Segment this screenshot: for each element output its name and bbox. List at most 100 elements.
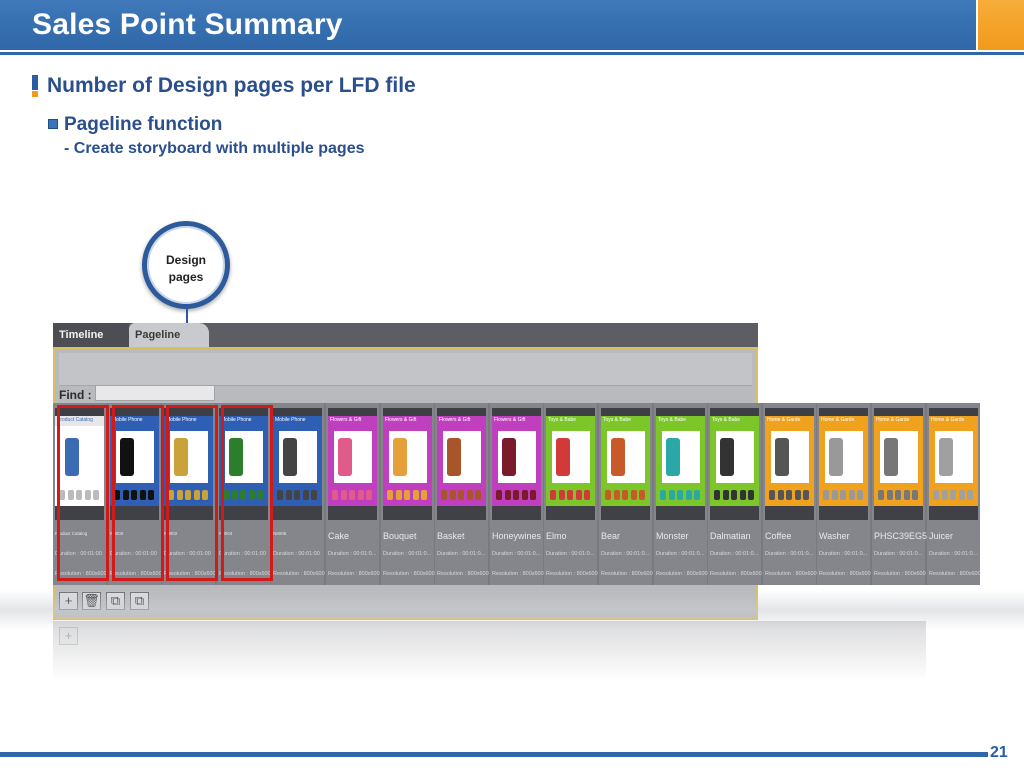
page-duration: Duration : 00:01:0... [874,551,923,557]
product-row [660,490,701,500]
thumbnail-header [273,408,322,416]
page-duration: Duration : 00:01:0... [546,551,595,557]
thumbnail-category: Home & Garde [876,417,910,423]
thumbnail-image: Toys & Babe [710,416,759,506]
product-row [714,490,755,500]
thumbnail-image: Home & Garde [929,416,978,506]
thumbnail-header [546,408,595,416]
tab-bar: Timeline Pageline [53,323,758,347]
thumbnail-header [710,408,759,416]
thumbnail-category: Home & Garde [767,417,801,423]
header-accent [978,0,1024,50]
thumbnail-header [765,408,814,416]
thumbnail-footer [55,506,104,520]
page-name: Basket [437,531,465,541]
thumbnail-category: Toys & Babe [712,417,741,423]
thumbnail-category: Mobile Phone [112,417,143,423]
thumbnail-band: Flowers & Gift [383,416,432,426]
highlight-box [221,405,273,581]
product-image [884,438,898,476]
product-image [65,438,79,476]
page-duration: Duration : 00:01:0... [819,551,868,557]
page-name: Coffee [765,531,792,541]
thumbnail-header [383,408,432,416]
page-name: Honeywines [492,531,542,541]
page-name: N8000 [110,531,124,536]
thumbnail-footer [437,506,486,520]
product-row [605,490,646,500]
thumbnail-band: Toys & Babe [710,416,759,426]
page-duration: Duration : 00:01:0... [383,551,432,557]
page-resolution: Resolution : 800x600 [219,571,271,577]
thumbnail-footer [492,506,541,520]
thumbnail-image: Mobile Phone [110,416,159,506]
product-image [829,438,843,476]
panel-toolbar [59,353,752,386]
thumbnail-header [55,408,104,416]
thumbnail-footer [710,506,759,520]
thumbnail-category: Toys & Babe [603,417,632,423]
find-input[interactable] [95,385,215,401]
callout-line-2: pages [168,270,204,284]
thumbnail-image: Mobile Phone [164,416,213,506]
header-divider [0,52,1024,55]
thumbnail-image: Toys & Babe [546,416,595,506]
page-resolution: Resolution : 800x600 [656,571,708,577]
thumbnail-category: Flowers & Gift [330,417,362,423]
slide-title: Sales Point Summary [32,8,343,41]
thumbnail-band: Toys & Babe [546,416,595,426]
thumbnail-category: Mobile Phone [166,417,197,423]
page-resolution: Resolution : 800x600 [164,571,216,577]
page-duration: Duration : 00:01:0... [765,551,814,557]
thumbnail-category: Flowers & Gift [385,417,417,423]
page-resolution: Resolution : 800x600 [273,571,325,577]
thumbnail-band: Flowers & Gift [328,416,377,426]
bullet-icon [48,119,58,129]
product-image [720,438,734,476]
page-name: N8004 [219,531,233,536]
thumbnail-image: Toys & Babe [601,416,650,506]
product-image [447,438,461,476]
callout-line-1: Design [165,253,206,267]
page-duration: Duration : 00:01:00 [219,551,266,557]
product-image [174,438,188,476]
page-duration: Duration : 00:01:0... [437,551,486,557]
thumbnail-footer [765,506,814,520]
thumbnail-category: Home & Garde [931,417,965,423]
thumbnail-footer [164,506,213,520]
thumbnail-header [601,408,650,416]
thumbnail-category: Mobile Phone [275,417,306,423]
section-subtitle: Pageline function [64,114,223,135]
page-resolution: Resolution : 800x600 [437,571,489,577]
section-marker-icon [32,75,38,97]
page-duration: Duration : 00:01:0... [656,551,705,557]
product-row [933,490,974,500]
product-image [338,438,352,476]
thumbnail-image: Mobile Phone [273,416,322,506]
tab-timeline[interactable]: Timeline [53,323,129,347]
product-image [666,438,680,476]
thumbnail-header [656,408,705,416]
thumbnail-header [874,408,923,416]
find-label: Find : [59,388,92,402]
tab-pageline[interactable]: Pageline [129,323,209,347]
thumbnail-image: Flowers & Gift [328,416,377,506]
